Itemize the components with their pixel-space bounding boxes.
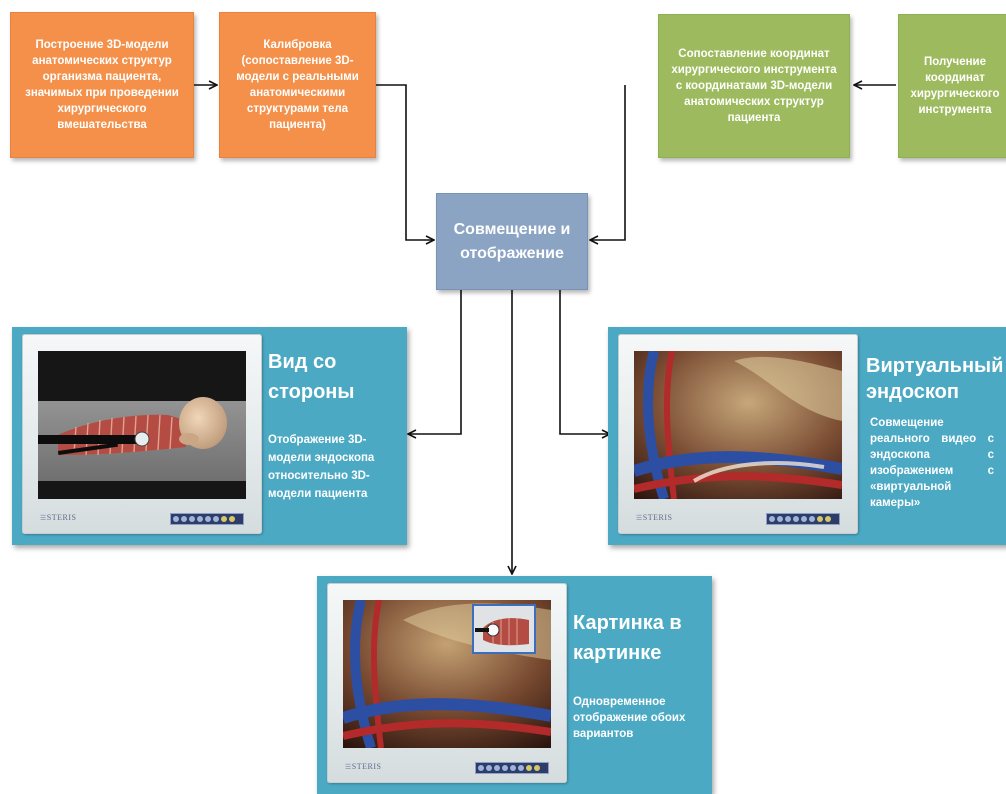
step-calibration-text: Калибровка (сопоставление 3D-модели с ре…	[236, 39, 359, 131]
picture-in-picture-screen	[343, 600, 551, 748]
step-build-model-text: Построение 3D-модели анатомических струк…	[25, 39, 179, 131]
picture-in-picture-panel: STERIS Картинка в картинке Одновременное…	[317, 576, 712, 794]
picture-in-picture-monitor: STERIS	[327, 583, 567, 783]
picture-in-picture-description: Одновременное отображение обоих варианто…	[573, 696, 686, 740]
side-view-title: Вид со стороны	[268, 351, 355, 403]
endoscope-video-image	[634, 351, 842, 499]
monitor-control-panel	[475, 762, 549, 774]
pip-combined-image	[343, 600, 551, 748]
side-view-3d-model-image	[38, 351, 246, 499]
virtual-endoscope-title: Виртуальный эндоскоп	[866, 355, 1004, 403]
step-match-coordinates-box: Сопоставление координат хирургического и…	[658, 14, 850, 158]
picture-in-picture-title: Картинка в картинке	[573, 612, 682, 664]
step-get-coordinates-text: Получение координат хирургического инстр…	[910, 56, 1000, 116]
step-match-coordinates-text: Сопоставление координат хирургического и…	[671, 48, 837, 124]
combine-display-text: Совмещение и отображение	[453, 220, 571, 262]
step-build-model-box: Построение 3D-модели анатомических струк…	[10, 12, 194, 158]
steris-logo: STERIS	[636, 513, 672, 522]
virtual-endoscope-monitor: STERIS	[618, 334, 858, 534]
arrow-center-to-side	[408, 290, 462, 434]
step-get-coordinates-box: Получение координат хирургического инстр…	[898, 14, 1006, 158]
monitor-control-panel	[170, 513, 244, 525]
step-calibration-box: Калибровка (сопоставление 3D-модели с ре…	[219, 12, 376, 158]
side-view-panel: STERIS Вид со стороны Отображение 3D-мод…	[12, 327, 407, 545]
monitor-control-panel	[766, 513, 840, 525]
virtual-endoscope-description: Совмещение реального видео с эндоскопа с…	[870, 417, 994, 509]
arrow-match-to-center	[590, 85, 626, 240]
side-view-screen	[38, 351, 246, 499]
combine-display-box: Совмещение и отображение	[436, 193, 588, 290]
steris-logo: STERIS	[40, 513, 76, 522]
side-view-description: Отображение 3D-модели эндоскопа относите…	[268, 434, 375, 500]
arrow-calibration-to-center	[376, 84, 434, 240]
steris-logo: STERIS	[345, 762, 381, 771]
side-view-monitor: STERIS	[22, 334, 262, 534]
arrow-center-to-virtual	[559, 290, 610, 434]
virtual-endoscope-screen	[634, 351, 842, 499]
virtual-endoscope-panel: STERIS Виртуальный эндоскоп Совмещение р…	[608, 327, 1006, 545]
